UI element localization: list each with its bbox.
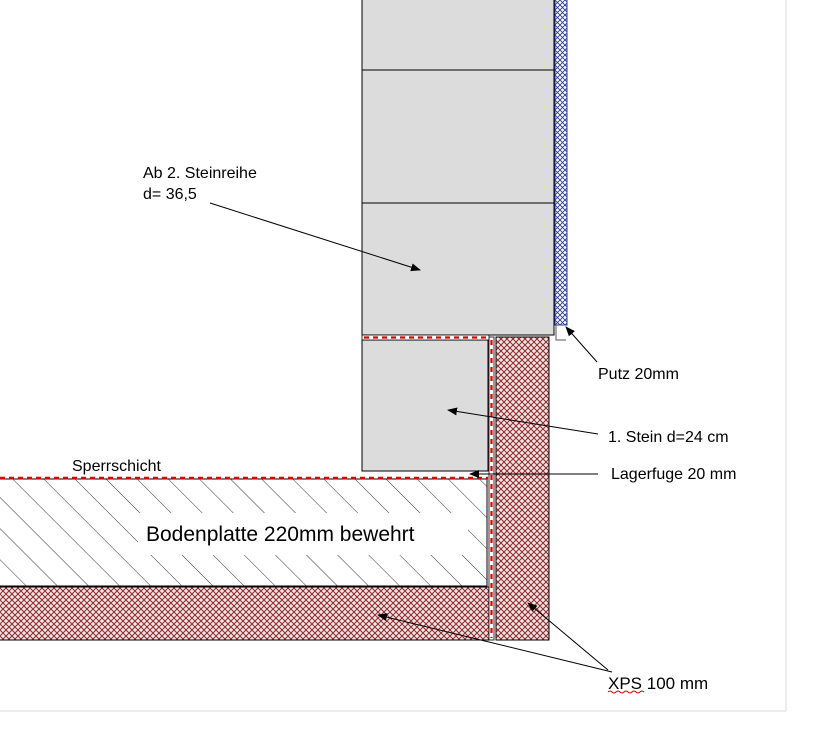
xps-perimeter <box>495 336 550 641</box>
label-slab: Bodenplatte 220mm bewehrt <box>146 523 415 546</box>
leader-xps-slab <box>377 613 613 673</box>
label-barrier: Sperrschicht <box>72 458 161 475</box>
label-bed-joint: Lagerfuge 20 mm <box>611 466 736 483</box>
bed-joint-strip <box>361 334 490 341</box>
label-plaster: Putz 20mm <box>598 366 679 383</box>
label-xps: XPS 100 mm <box>608 674 708 693</box>
spellcheck-underline <box>607 690 645 694</box>
label-stone-row-2: d= 36,5 <box>143 186 197 203</box>
upper-wall <box>361 0 555 336</box>
slab-label-background <box>138 513 468 555</box>
leader-first-stone <box>447 407 599 435</box>
leader-xps-perimeter <box>527 602 609 671</box>
label-first-stone: 1. Stein d=24 cm <box>608 429 729 446</box>
leader-stone-row <box>209 202 421 272</box>
leader-plaster <box>565 326 598 363</box>
plaster-end-cap <box>555 325 566 341</box>
first-stone <box>361 339 489 472</box>
label-stone-row-1: Ab 2. Steinreihe <box>143 165 257 182</box>
plaster-layer <box>554 0 568 326</box>
xps-under-slab <box>0 586 490 641</box>
